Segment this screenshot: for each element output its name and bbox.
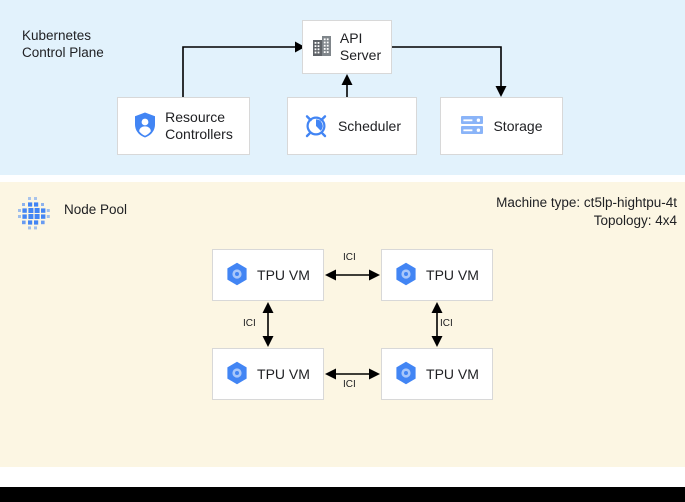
tpu-vm-box-2[interactable]: TPU VM — [381, 249, 493, 301]
node-api-server[interactable]: API Server — [302, 20, 392, 74]
node-pool-panel — [0, 182, 685, 467]
ici-link-label-left: ICI — [243, 318, 256, 329]
node-storage[interactable]: Storage — [440, 97, 563, 155]
ici-link-label-top: ICI — [343, 252, 356, 263]
building-icon — [312, 35, 331, 59]
node-api-server-label: API Server — [339, 30, 382, 63]
alarm-clock-icon — [303, 112, 329, 141]
machine-info: Machine type: ct5lp-hightpu-4t Topology:… — [496, 194, 677, 230]
tpu-vm-label-4: TPU VM — [426, 365, 479, 382]
tpu-hexagon-icon — [226, 262, 248, 289]
machine-type-text: Machine type: ct5lp-hightpu-4t — [496, 195, 677, 210]
tpu-hexagon-icon — [395, 361, 417, 388]
tpu-vm-label-2: TPU VM — [426, 266, 479, 283]
node-scheduler[interactable]: Scheduler — [287, 97, 417, 155]
topology-text: Topology: 4x4 — [593, 213, 677, 228]
ici-link-label-bottom: ICI — [343, 379, 356, 390]
ici-link-label-right: ICI — [440, 318, 453, 329]
tpu-vm-box-3[interactable]: TPU VM — [212, 348, 324, 400]
tpu-vm-box-4[interactable]: TPU VM — [381, 348, 493, 400]
node-resource-controllers[interactable]: Resource Controllers — [117, 97, 250, 155]
database-server-icon — [460, 113, 484, 140]
tpu-vm-box-1[interactable]: TPU VM — [212, 249, 324, 301]
node-pool-label: Node Pool — [64, 202, 128, 217]
node-storage-label: Storage — [493, 117, 543, 134]
node-scheduler-label: Scheduler — [337, 117, 402, 134]
tpu-hexagon-icon — [395, 262, 417, 289]
node-resource-controllers-label: Resource Controllers — [165, 109, 233, 142]
control-plane-title: Kubernetes Control Plane — [22, 28, 104, 60]
tpu-hexagon-icon — [226, 361, 248, 388]
tpu-vm-label-1: TPU VM — [257, 266, 310, 283]
bottom-bar — [0, 487, 685, 502]
tpu-vm-label-3: TPU VM — [257, 365, 310, 382]
dot-cluster-icon — [15, 194, 53, 232]
shield-person-icon — [134, 112, 156, 141]
